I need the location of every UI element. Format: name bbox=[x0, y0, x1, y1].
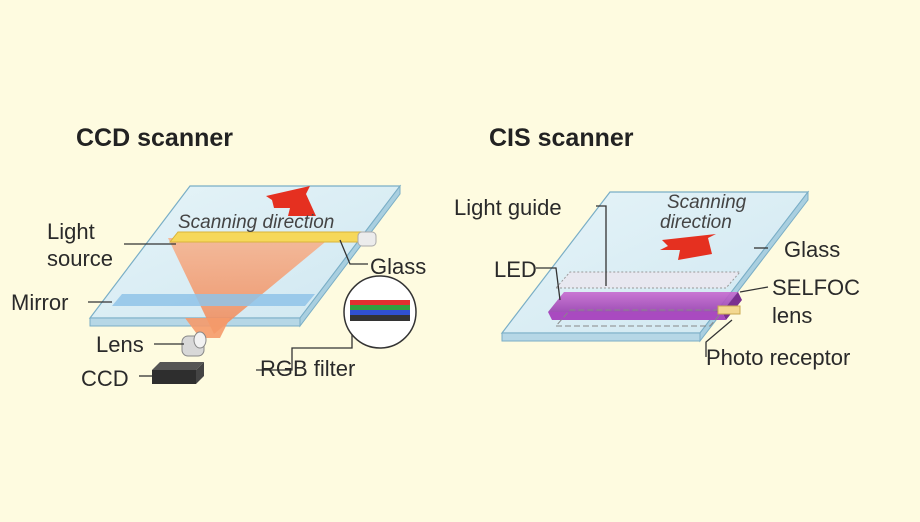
ccd-lens-shape bbox=[181, 331, 207, 357]
label-ccd-glass: Glass bbox=[370, 254, 427, 279]
label-light-source-line2: source bbox=[47, 246, 114, 271]
label-cis-glass: Glass bbox=[784, 237, 841, 262]
label-led: LED bbox=[494, 257, 537, 282]
cis-title: CIS scanner bbox=[489, 124, 634, 152]
ccd-leader-lines bbox=[88, 239, 368, 377]
ccd-title: CCD scanner bbox=[76, 124, 233, 152]
cis-photo-receptor bbox=[554, 305, 741, 327]
label-selfoc-line1: SELFOC bbox=[772, 275, 861, 300]
label-mirror: Mirror bbox=[11, 290, 69, 315]
label-light-source-line1: Light bbox=[47, 219, 95, 244]
cis-scan-arrow bbox=[660, 234, 716, 260]
ccd-mirror bbox=[112, 294, 315, 306]
label-light-guide: Light guide bbox=[454, 195, 562, 220]
label-lens: Lens bbox=[96, 332, 144, 357]
ccd-sensor-shape bbox=[152, 362, 204, 384]
cis-led-strip bbox=[548, 292, 742, 320]
ccd-light-beam bbox=[168, 238, 330, 338]
label-rgb-filter: RGB filter bbox=[260, 356, 356, 381]
cis-scanning-direction-line1: Scanning bbox=[667, 192, 747, 213]
rgb-filter-inset bbox=[343, 275, 417, 349]
label-selfoc-line2: lens bbox=[772, 303, 813, 328]
cis-leader-lines bbox=[536, 205, 769, 357]
ccd-light-source bbox=[168, 231, 377, 247]
label-photo-receptor: Photo receptor bbox=[706, 345, 851, 370]
label-ccd: CCD bbox=[81, 366, 129, 391]
cis-light-guide bbox=[554, 271, 742, 289]
cis-scanning-direction-line2: direction bbox=[660, 212, 732, 233]
ccd-scan-arrow bbox=[266, 186, 316, 216]
ccd-scanning-direction: Scanning direction bbox=[178, 212, 335, 233]
